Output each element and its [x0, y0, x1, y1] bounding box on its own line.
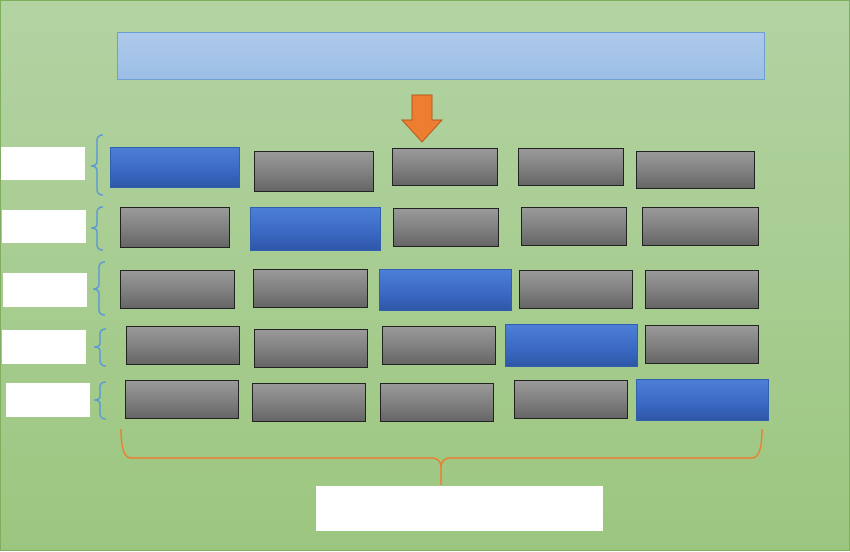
cell-r2-c3	[393, 208, 499, 247]
row-bracket-4	[93, 328, 107, 367]
cell-r1-c4	[518, 148, 624, 186]
cell-r4-c3	[382, 326, 496, 365]
row-label-4	[2, 330, 86, 364]
row-bracket-1	[90, 134, 104, 196]
cell-r5-c1	[125, 380, 239, 419]
cell-r3-c4	[519, 270, 633, 309]
cell-r5-c2	[252, 383, 366, 422]
cell-r5-c5-highlighted	[636, 379, 769, 421]
row-label-3	[3, 273, 87, 307]
cell-r4-c5	[645, 325, 759, 364]
row-label-2	[2, 210, 86, 243]
row-label-1	[1, 147, 85, 180]
cell-r1-c2	[254, 151, 374, 192]
header-box	[117, 32, 765, 80]
row-bracket-3	[92, 261, 106, 316]
cell-r3-c5	[645, 270, 759, 309]
cell-r2-c4	[521, 207, 627, 246]
cell-r4-c4-highlighted	[505, 324, 638, 367]
cell-r4-c1	[126, 326, 240, 365]
cell-r3-c3-highlighted	[379, 269, 512, 311]
cell-r3-c2	[253, 269, 368, 308]
cell-r4-c2	[254, 329, 368, 368]
cell-r1-c3	[392, 148, 498, 186]
cell-r1-c5	[636, 151, 755, 189]
cell-r2-c1	[120, 207, 230, 248]
cell-r2-c2-highlighted	[250, 207, 381, 251]
row-bracket-5	[93, 381, 107, 420]
row-bracket-2	[90, 206, 104, 251]
cell-r5-c3	[380, 383, 494, 422]
cell-r5-c4	[514, 380, 628, 419]
cell-r1-c1-highlighted	[110, 147, 240, 188]
cell-r3-c1	[120, 270, 235, 309]
row-label-5	[6, 383, 90, 417]
cell-r2-c5	[642, 207, 759, 246]
bottom-bracket	[120, 428, 763, 485]
down-arrow-icon	[400, 94, 444, 143]
footer-box	[316, 486, 603, 531]
